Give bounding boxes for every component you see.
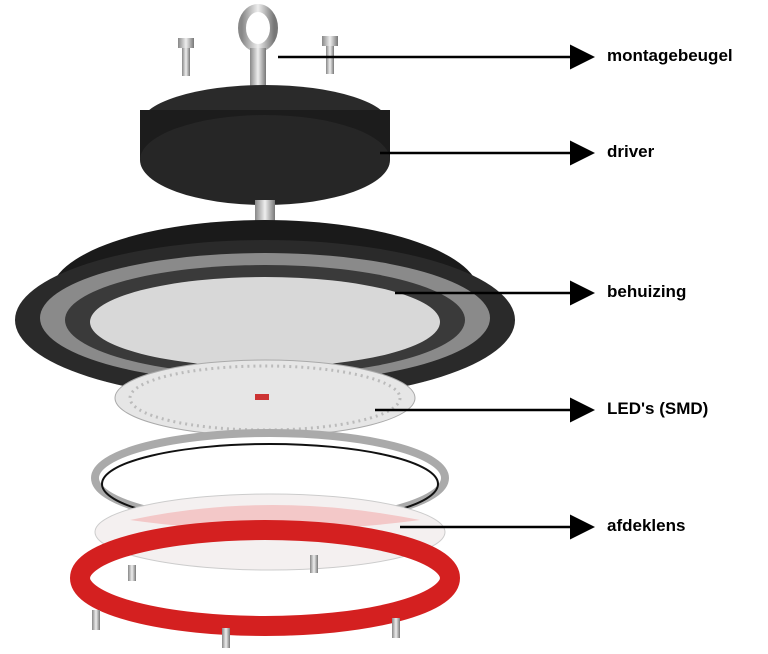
driver-part [140,85,390,230]
red-ring-part [70,520,460,648]
label-driver: driver [607,142,655,161]
label-behuizing: behuizing [607,282,687,301]
mounting-bracket-part [178,4,338,88]
led-board-part [114,359,416,437]
label-afdeklens: afdeklens [607,516,686,535]
label-montagebeugel: montagebeugel [607,46,733,65]
label-leds: LED's (SMD) [607,399,709,418]
housing-part [15,220,515,400]
